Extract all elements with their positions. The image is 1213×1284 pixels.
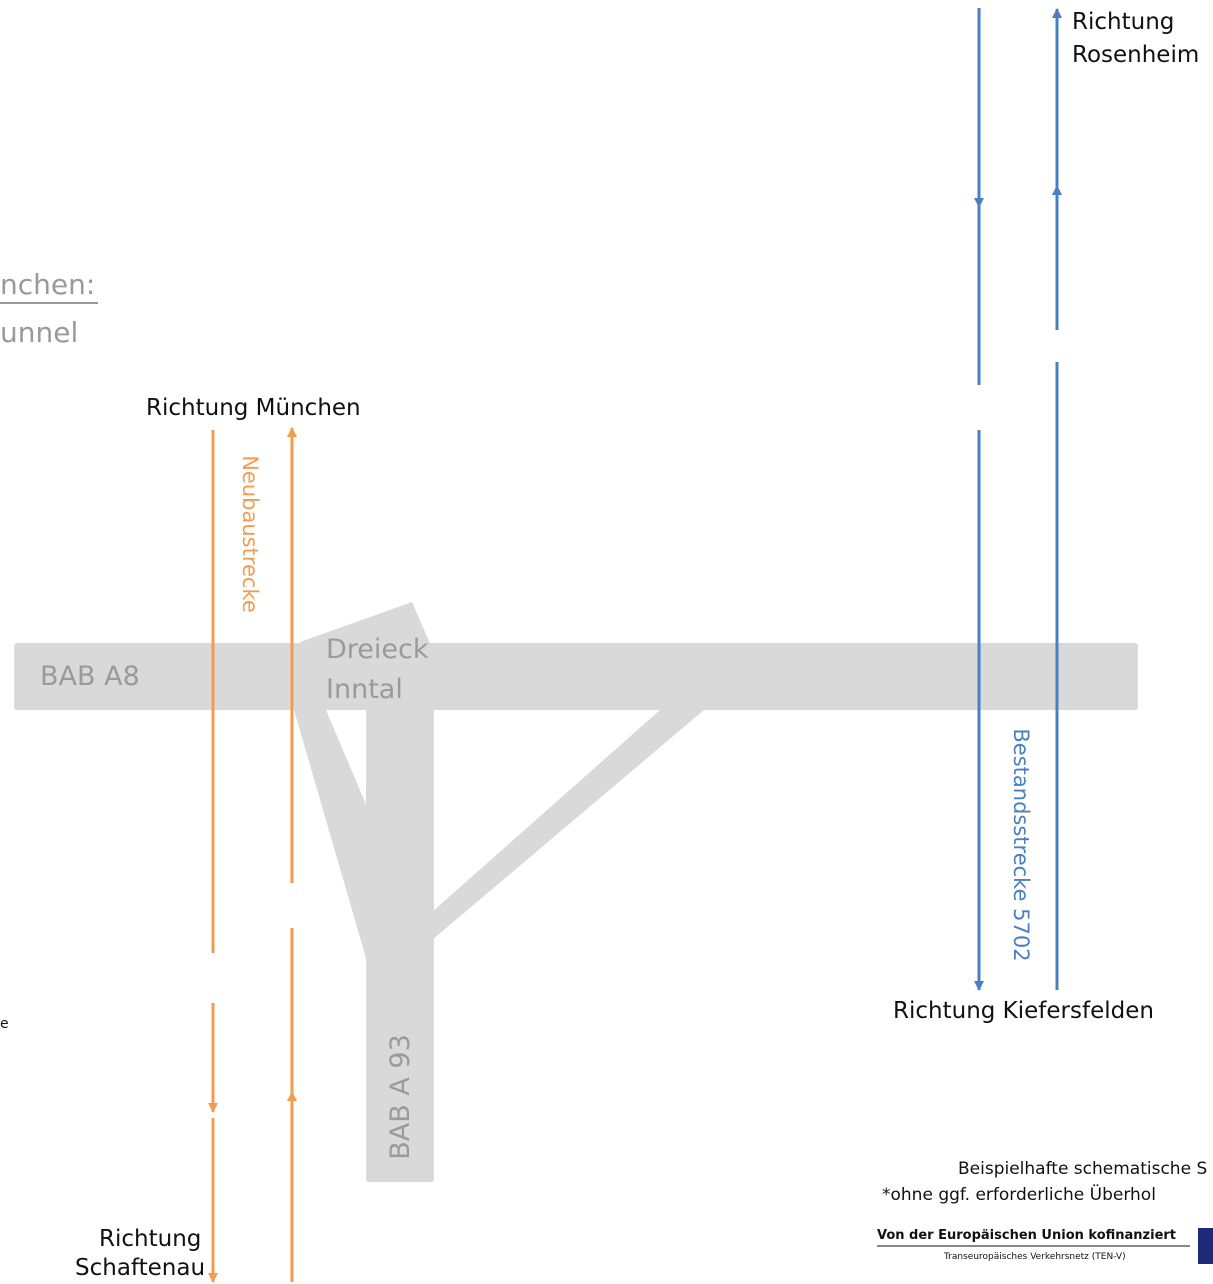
road-a8-label: BAB A8 bbox=[40, 661, 140, 692]
junction-label-line2: Inntal bbox=[326, 674, 403, 705]
existing-line-direction-north-line1: Richtung bbox=[1072, 9, 1175, 35]
eu-network-text: Transeuropäisches Verkehrsnetz (TEN-V) bbox=[944, 1252, 1126, 1262]
title-line-1: nchen: bbox=[0, 268, 96, 301]
new-line-direction-south-line1: Richtung bbox=[99, 1226, 202, 1252]
footnote-line-1: Beispielhafte schematische S bbox=[958, 1159, 1208, 1179]
new-line-direction-south-line2: Schaftenau bbox=[75, 1255, 206, 1281]
footnote-line-2: *ohne ggf. erforderliche Überhol bbox=[882, 1185, 1156, 1205]
title-line-2: unnel bbox=[0, 316, 79, 349]
junction-ramp-north bbox=[300, 602, 432, 665]
junction-label-line1: Dreieck bbox=[326, 634, 429, 665]
existing-line-tracks bbox=[974, 8, 1062, 991]
existing-line-direction-south: Richtung Kiefersfelden bbox=[893, 998, 1154, 1024]
new-line-tracks bbox=[208, 427, 297, 1283]
road-a93-label: BAB A 93 bbox=[385, 1034, 416, 1160]
left-fragment-text: e bbox=[0, 1016, 9, 1032]
road-network bbox=[14, 602, 1138, 1182]
existing-line-direction-north-line2: Rosenheim bbox=[1072, 42, 1200, 68]
junction-ramp-east bbox=[432, 710, 704, 940]
new-line-label: Neubaustrecke bbox=[238, 455, 262, 613]
road-a8 bbox=[14, 643, 1138, 710]
existing-line-label: Bestandsstrecke 5702 bbox=[1009, 728, 1033, 962]
new-line-direction-north: Richtung München bbox=[146, 395, 361, 421]
junction-ramp-west bbox=[294, 710, 434, 965]
eu-funded-text: Von der Europäischen Union kofinanziert bbox=[877, 1228, 1177, 1243]
eu-flag-icon bbox=[1198, 1228, 1213, 1264]
